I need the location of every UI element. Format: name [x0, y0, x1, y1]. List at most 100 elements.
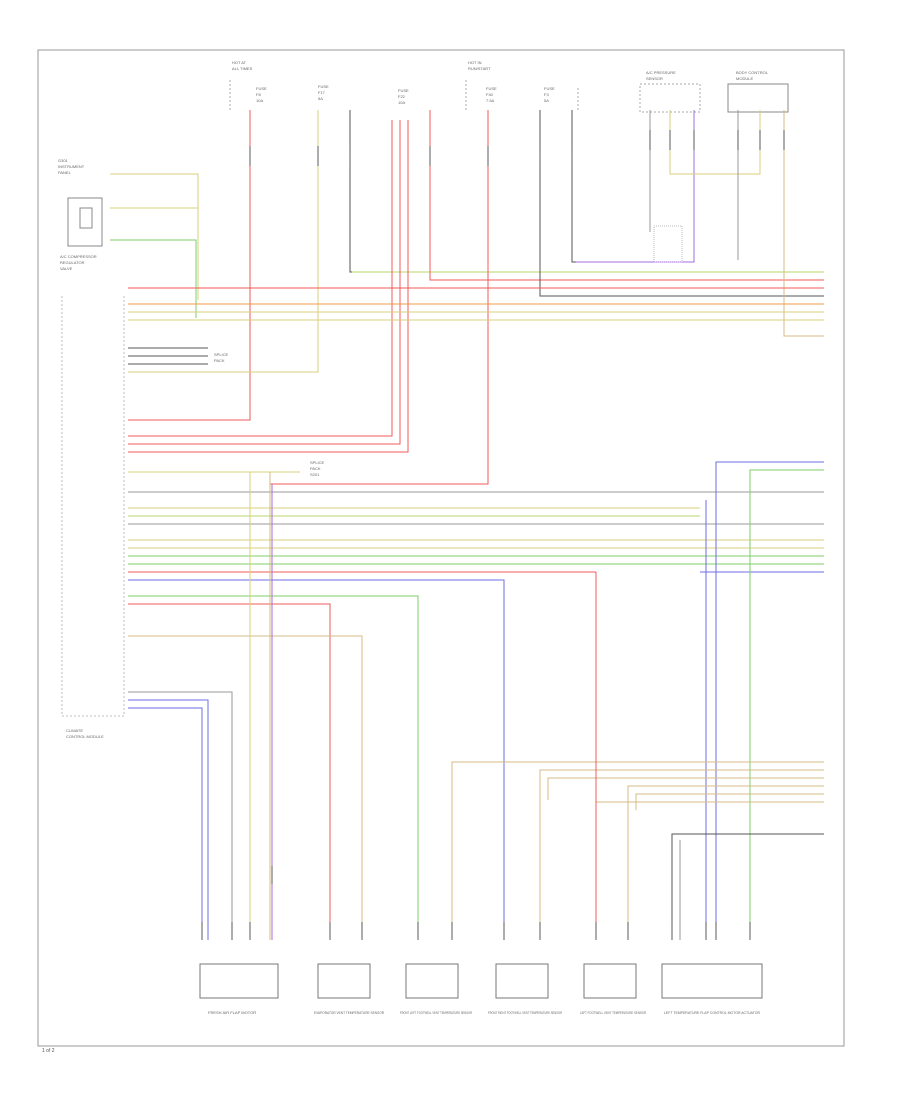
- svg-text:PACK: PACK: [310, 466, 321, 471]
- top-sensor-box: [639, 83, 701, 113]
- wire-f3-black: [349, 110, 824, 273]
- top-label-fuse3: FUSE F17 5A: [318, 84, 329, 101]
- wire-sens-black: [571, 110, 654, 263]
- svg-text:A/C COMPRESSOR: A/C COMPRESSOR: [60, 254, 97, 259]
- wire-f4c-red: [128, 120, 409, 453]
- svg-text:10A: 10A: [398, 100, 405, 105]
- svg-text:HOT AT: HOT AT: [232, 60, 247, 65]
- regulator-valve-inner: [79, 207, 93, 229]
- svg-text:EVAPORATOR VENT TEMPERATURE SE: EVAPORATOR VENT TEMPERATURE SENSOR: [314, 1010, 384, 1015]
- wire-row-blue-4: [128, 707, 203, 940]
- wire-row-red-3: [128, 603, 331, 940]
- wire-res-2: [110, 207, 199, 300]
- component-fresh-air-flap-motor: FRESH AIR FLAP MOTOR: [199, 963, 279, 1015]
- fuse-stubs: [229, 80, 579, 110]
- svg-text:FUSE: FUSE: [256, 86, 267, 91]
- climate-control-module-label: CLIMATE CONTROL MODULE: [66, 728, 104, 739]
- svg-text:REGULATOR: REGULATOR: [60, 260, 85, 265]
- svg-text:FUSE: FUSE: [486, 86, 497, 91]
- wire-res-1: [110, 173, 199, 208]
- svg-text:5A: 5A: [318, 96, 323, 101]
- svg-text:F8: F8: [256, 92, 261, 97]
- svg-text:SPLICE: SPLICE: [310, 460, 325, 465]
- svg-text:LEFT TEMPERATURE FLAP CONTROL: LEFT TEMPERATURE FLAP CONTROL MOTOR ACTU…: [664, 1010, 760, 1015]
- svg-text:VALVE: VALVE: [60, 266, 73, 271]
- component-left-temperature-flap-motor: LEFT TEMPERATURE FLAP CONTROL MOTOR ACTU…: [661, 963, 763, 1015]
- regulator-valve-box: [67, 197, 103, 247]
- body-control-module-box: [727, 83, 789, 113]
- svg-text:F3: F3: [544, 92, 549, 97]
- svg-text:FRONT RIGHT FOOTWELL VENT TEMP: FRONT RIGHT FOOTWELL VENT TEMPERATURE SE…: [488, 1010, 562, 1015]
- svg-text:RUN/START: RUN/START: [468, 66, 491, 71]
- svg-text:HOT IN: HOT IN: [468, 60, 482, 65]
- wire-bus-2: [539, 769, 824, 940]
- svg-text:FUSE: FUSE: [544, 86, 555, 91]
- connector-ticks: [249, 130, 785, 166]
- svg-text:F22: F22: [398, 94, 406, 99]
- wire-right-green: [749, 469, 824, 940]
- svg-text:A/C PRESSURE: A/C PRESSURE: [646, 70, 676, 75]
- top-label-fuse2: FUSE F8 10A: [256, 86, 267, 103]
- wire-bus-1: [451, 761, 824, 940]
- component-left-footwell-sensor: LEFT FOOTWELL VENT TEMPERATURE SENSOR: [580, 963, 646, 1015]
- wire-f4b-red: [128, 120, 401, 445]
- svg-text:FUSE: FUSE: [398, 88, 409, 93]
- svg-text:G301: G301: [58, 158, 69, 163]
- wire-right-blue-1: [715, 461, 824, 940]
- wire-row-green-3: [128, 595, 419, 940]
- wire-f2-yellow: [128, 110, 319, 373]
- wire-bus-5: [635, 793, 824, 810]
- wire-row-blue-3: [128, 699, 209, 940]
- component-evaporator-sensor: EVAPORATOR VENT TEMPERATURE SENSOR: [314, 963, 384, 1015]
- svg-text:10A: 10A: [256, 98, 263, 103]
- sensor-node: [653, 225, 683, 263]
- wire-row-tan-1: [128, 635, 363, 940]
- svg-text:F17: F17: [318, 90, 326, 95]
- wire-row-gray-3: [128, 691, 233, 940]
- svg-text:PACK: PACK: [214, 358, 225, 363]
- wire-sens-violet: [576, 110, 695, 263]
- wires: [110, 110, 824, 940]
- wire-row-blue-2: [128, 579, 505, 940]
- wire-f6-red: [270, 110, 489, 485]
- wire-bus-4: [627, 785, 824, 940]
- svg-text:MODULE: MODULE: [736, 76, 753, 81]
- top-label-module: BODY CONTROL MODULE: [736, 70, 769, 81]
- top-label-sensor: A/C PRESSURE SENSOR: [646, 70, 676, 81]
- splice-pack-mid: SPLICE PACK S201: [310, 460, 325, 477]
- top-label-fuse4: HOT IN RUN/START: [468, 60, 491, 71]
- top-label-fuse6: FUSE F40 7.5A: [486, 86, 497, 103]
- wire-f5-red: [429, 110, 824, 281]
- top-label-fuse7: FUSE F3 5A: [544, 86, 555, 103]
- svg-text:LEFT FOOTWELL VENT TEMPERATURE: LEFT FOOTWELL VENT TEMPERATURE SENSOR: [580, 1010, 646, 1015]
- wire-f7-black: [539, 110, 824, 297]
- wire-f4a-red: [128, 120, 393, 437]
- component-front-left-footwell-sensor: FRONT LEFT FOOTWELL VENT TEMPERATURE SEN…: [400, 963, 472, 1015]
- svg-text:F40: F40: [486, 92, 494, 97]
- svg-text:ALL TIMES: ALL TIMES: [232, 66, 253, 71]
- svg-text:7.5A: 7.5A: [486, 98, 495, 103]
- svg-text:S201: S201: [310, 472, 320, 477]
- svg-text:FUSE: FUSE: [318, 84, 329, 89]
- svg-text:SENSOR: SENSOR: [646, 76, 663, 81]
- component-front-right-footwell-sensor: FRONT RIGHT FOOTWELL VENT TEMPERATURE SE…: [488, 963, 562, 1015]
- svg-text:PANEL: PANEL: [58, 170, 72, 175]
- bottom-connector-ticks: [201, 866, 751, 940]
- ground-label-group: G301 INSTRUMENT PANEL: [58, 158, 85, 175]
- diagram-frame: [37, 49, 845, 1047]
- wire-f1-red: [128, 110, 251, 421]
- svg-text:CONTROL MODULE: CONTROL MODULE: [66, 734, 104, 739]
- top-label-fuse5: FUSE F22 10A: [398, 88, 409, 105]
- svg-text:INSTRUMENT: INSTRUMENT: [58, 164, 85, 169]
- wire-bus-3: [547, 777, 824, 800]
- top-label-fuse1: HOT AT ALL TIMES: [232, 60, 253, 71]
- splice-pack-left: SPLICE PACK: [214, 352, 229, 363]
- svg-text:FRONT LEFT FOOTWELL VENT TEMPE: FRONT LEFT FOOTWELL VENT TEMPERATURE SEN…: [400, 1010, 472, 1015]
- page-id: 1 of 2: [42, 1048, 55, 1054]
- wire-sens-yellow: [669, 110, 761, 175]
- svg-text:BODY CONTROL: BODY CONTROL: [736, 70, 769, 75]
- wire-bus-6: [595, 801, 824, 940]
- svg-text:CLIMATE: CLIMATE: [66, 728, 83, 733]
- wire-mod-tan: [783, 110, 824, 337]
